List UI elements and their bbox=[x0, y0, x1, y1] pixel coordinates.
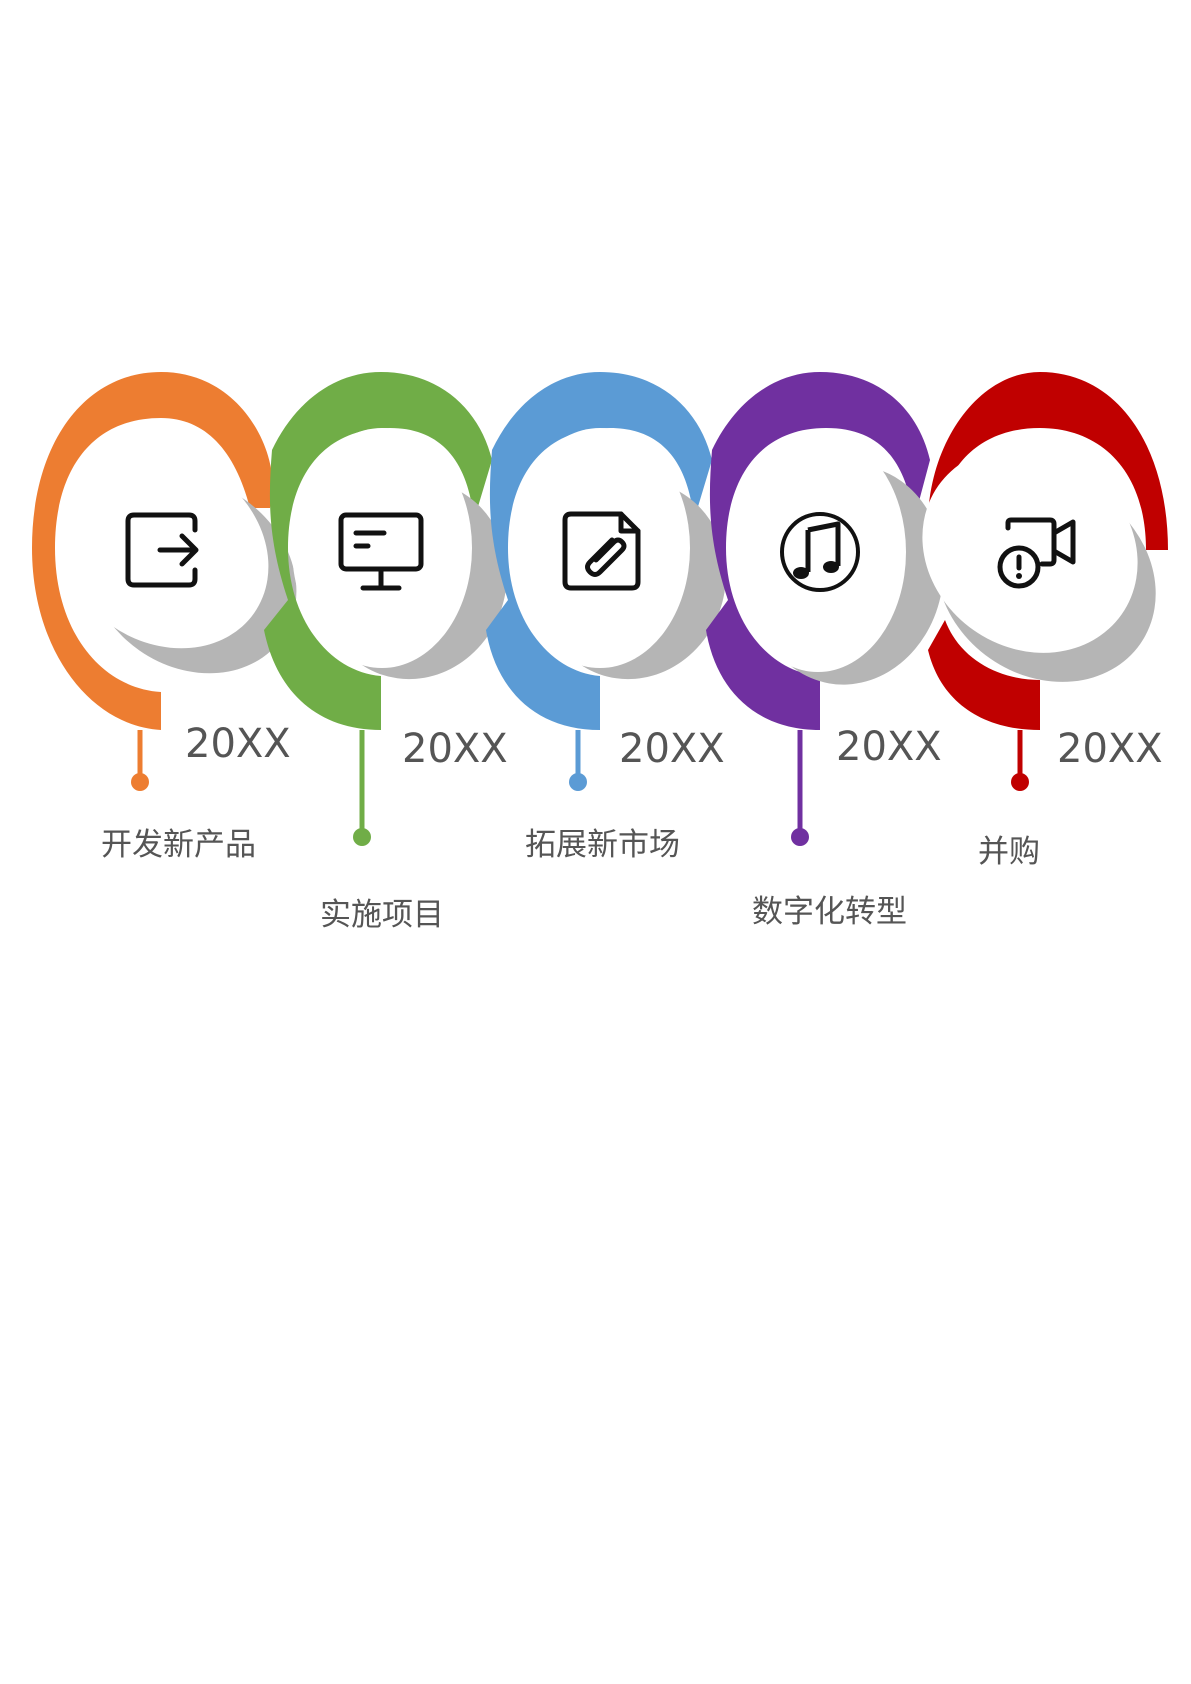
step-5-ring-lower bbox=[928, 620, 1040, 730]
step-3-dot bbox=[569, 773, 587, 791]
step-5-label: 并购 bbox=[978, 834, 1040, 870]
step-2-disc bbox=[292, 428, 472, 668]
step-3-year: 20XX bbox=[619, 726, 725, 772]
alert-dot bbox=[1016, 573, 1022, 579]
document-edit-icon bbox=[562, 511, 641, 591]
step-5-year: 20XX bbox=[1057, 726, 1163, 772]
step-3-label: 拓展新市场 bbox=[525, 827, 680, 863]
step-4: 20XX 数字化转型 bbox=[706, 372, 944, 930]
step-2-label: 实施项目 bbox=[320, 897, 444, 933]
step-5: 20XX 并购 bbox=[922, 372, 1168, 870]
step-1-dot bbox=[131, 773, 149, 791]
step-2-year: 20XX bbox=[402, 726, 508, 772]
step-3-disc bbox=[510, 428, 690, 668]
video-alert-icon bbox=[997, 517, 1076, 589]
step-1-label: 开发新产品 bbox=[101, 827, 256, 863]
step-4-year: 20XX bbox=[836, 724, 942, 770]
monitor-icon bbox=[338, 512, 424, 591]
step-4-label: 数字化转型 bbox=[752, 894, 907, 930]
step-1-year: 20XX bbox=[185, 721, 291, 767]
step-2-dot bbox=[353, 828, 371, 846]
step-4-disc bbox=[730, 432, 906, 672]
step-2: 20XX 实施项目 bbox=[264, 372, 508, 933]
step-1: 20XX 开发新产品 bbox=[32, 372, 297, 863]
step-5-ring bbox=[928, 372, 1168, 550]
step-5-dot bbox=[1011, 773, 1029, 791]
step-3: 20XX 拓展新市场 bbox=[486, 372, 726, 863]
exit-arrow-icon bbox=[125, 512, 199, 588]
step-4-dot bbox=[791, 828, 809, 846]
music-note-icon bbox=[780, 512, 860, 592]
